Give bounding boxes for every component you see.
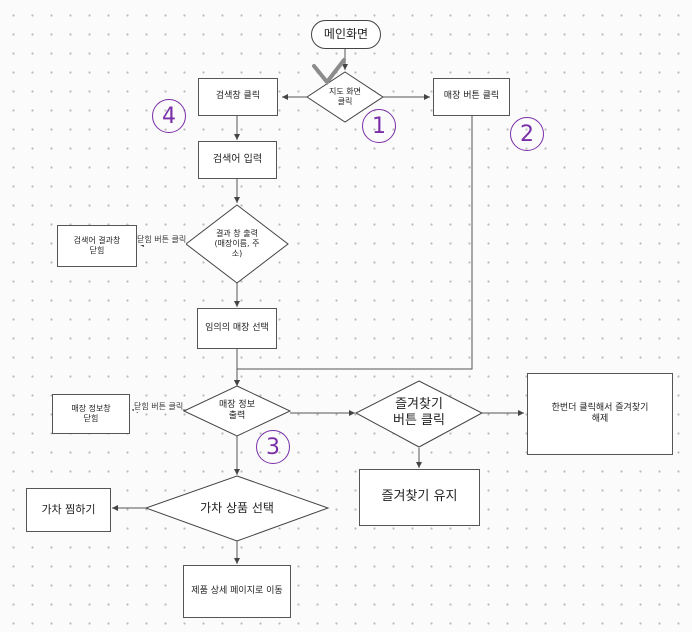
decision-gacha-shape bbox=[144, 475, 330, 542]
step-marker-1: 1 bbox=[362, 109, 396, 143]
node-result-close: 검색어 결과창 닫힘 bbox=[57, 225, 137, 267]
decision-store-info-shape bbox=[182, 385, 292, 437]
step-marker-3: 3 bbox=[256, 430, 290, 464]
node-search-input: 검색어 입력 bbox=[198, 141, 277, 179]
node-store-info-label: 매장 정보 출력 bbox=[219, 399, 255, 421]
node-result-output-label: 결과 창 출력 (매장이름, 주 소) bbox=[214, 229, 260, 258]
edge-label-close-button-1: 닫힘 버튼 클릭 bbox=[137, 234, 187, 245]
node-favorite-keep: 즐겨찾기 유지 bbox=[359, 469, 480, 526]
decision-map-click-shape bbox=[306, 71, 384, 123]
edge-label-close-button-2: 닫힘 버튼 클릭 bbox=[134, 401, 184, 412]
node-main-screen: 메인화면 bbox=[311, 20, 381, 49]
decision-result-shape bbox=[185, 204, 289, 284]
node-map-click-label: 지도 화면 클릭 bbox=[329, 87, 361, 106]
cursor-mark-icon bbox=[312, 58, 346, 86]
node-gacha-select-label: 가차 상품 선택 bbox=[200, 500, 274, 515]
decision-favorite-shape bbox=[354, 380, 484, 448]
node-gacha-wish: 가차 찜하기 bbox=[26, 488, 111, 532]
node-search-click: 검색창 클릭 bbox=[198, 78, 278, 116]
node-favorite-unset: 한번더 클릭해서 즐겨찾기 해제 bbox=[527, 373, 673, 455]
node-store-select: 임의의 매장 선택 bbox=[197, 308, 277, 349]
node-product-detail: 제품 상세 페이지로 이동 bbox=[183, 565, 291, 618]
node-store-button-click: 매장 버튼 클릭 bbox=[433, 78, 510, 116]
step-marker-4: 4 bbox=[152, 99, 186, 133]
node-favorite-click-label: 즐겨찾기 버튼 클릭 bbox=[393, 396, 445, 428]
node-store-info-close: 매장 정보창 닫힘 bbox=[52, 394, 130, 434]
edge-store-button-to-info bbox=[237, 116, 473, 370]
step-marker-2: 2 bbox=[510, 117, 544, 151]
